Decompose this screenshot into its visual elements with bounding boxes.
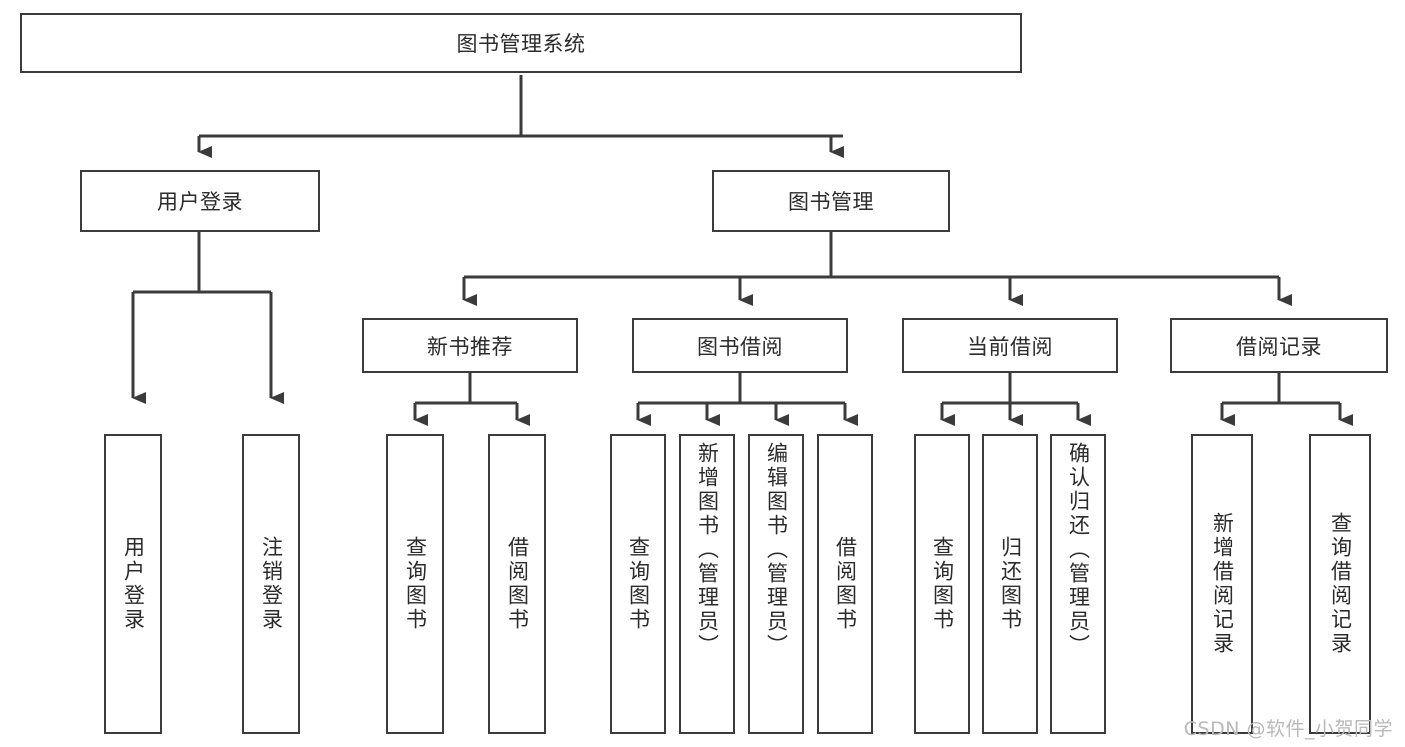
leaf-new-book-borrow[interactable]: 借阅图书 bbox=[488, 434, 546, 734]
leaf-user-login-signout[interactable]: 注销登录 bbox=[242, 434, 300, 734]
node-root-system[interactable]: 图书管理系统 bbox=[20, 13, 1022, 73]
node-label: 用户登录 bbox=[157, 190, 243, 214]
leaf-current-borrow-return[interactable]: 归还图书 bbox=[982, 434, 1038, 734]
node-label: 新增借阅记录 bbox=[1210, 512, 1235, 656]
leaf-current-borrow-confirm[interactable]: 确认归还（管理员） bbox=[1050, 434, 1106, 734]
node-label: 借阅图书 bbox=[833, 536, 858, 632]
node-label: 图书管理系统 bbox=[456, 32, 586, 56]
node-label: 当前借阅 bbox=[967, 334, 1053, 359]
node-current-borrow[interactable]: 当前借阅 bbox=[902, 318, 1118, 373]
node-label: 用户登录 bbox=[121, 536, 146, 632]
leaf-user-login-signin[interactable]: 用户登录 bbox=[104, 434, 162, 734]
node-label: 查询借阅记录 bbox=[1328, 512, 1353, 656]
node-label: 归还图书 bbox=[998, 536, 1023, 632]
node-book-management[interactable]: 图书管理 bbox=[712, 170, 950, 232]
node-label: 借阅图书 bbox=[505, 536, 530, 632]
node-new-book-recommend[interactable]: 新书推荐 bbox=[362, 318, 578, 373]
node-label: 图书借阅 bbox=[697, 334, 783, 359]
leaf-book-borrow-add[interactable]: 新增图书（管理员） bbox=[679, 434, 735, 734]
leaf-new-book-query[interactable]: 查询图书 bbox=[386, 434, 444, 734]
node-label: 确认归还（管理员） bbox=[1066, 442, 1091, 658]
node-label: 借阅记录 bbox=[1236, 334, 1322, 359]
node-label: 查询图书 bbox=[930, 536, 955, 632]
leaf-current-borrow-query[interactable]: 查询图书 bbox=[914, 434, 970, 734]
node-user-login[interactable]: 用户登录 bbox=[80, 170, 320, 232]
node-borrow-record[interactable]: 借阅记录 bbox=[1170, 318, 1388, 373]
node-book-borrow[interactable]: 图书借阅 bbox=[632, 318, 848, 373]
node-label: 编辑图书（管理员） bbox=[764, 442, 789, 658]
node-label: 图书管理 bbox=[788, 190, 874, 214]
node-label: 查询图书 bbox=[403, 536, 428, 632]
node-label: 注销登录 bbox=[259, 536, 284, 632]
leaf-book-borrow-query[interactable]: 查询图书 bbox=[610, 434, 666, 734]
leaf-borrow-record-add[interactable]: 新增借阅记录 bbox=[1191, 434, 1253, 734]
leaf-book-borrow-borrow[interactable]: 借阅图书 bbox=[817, 434, 873, 734]
node-label: 新书推荐 bbox=[427, 334, 513, 359]
leaf-book-borrow-edit[interactable]: 编辑图书（管理员） bbox=[748, 434, 804, 734]
node-label: 新增图书（管理员） bbox=[695, 442, 720, 658]
node-label: 查询图书 bbox=[626, 536, 651, 632]
leaf-borrow-record-query[interactable]: 查询借阅记录 bbox=[1309, 434, 1371, 734]
